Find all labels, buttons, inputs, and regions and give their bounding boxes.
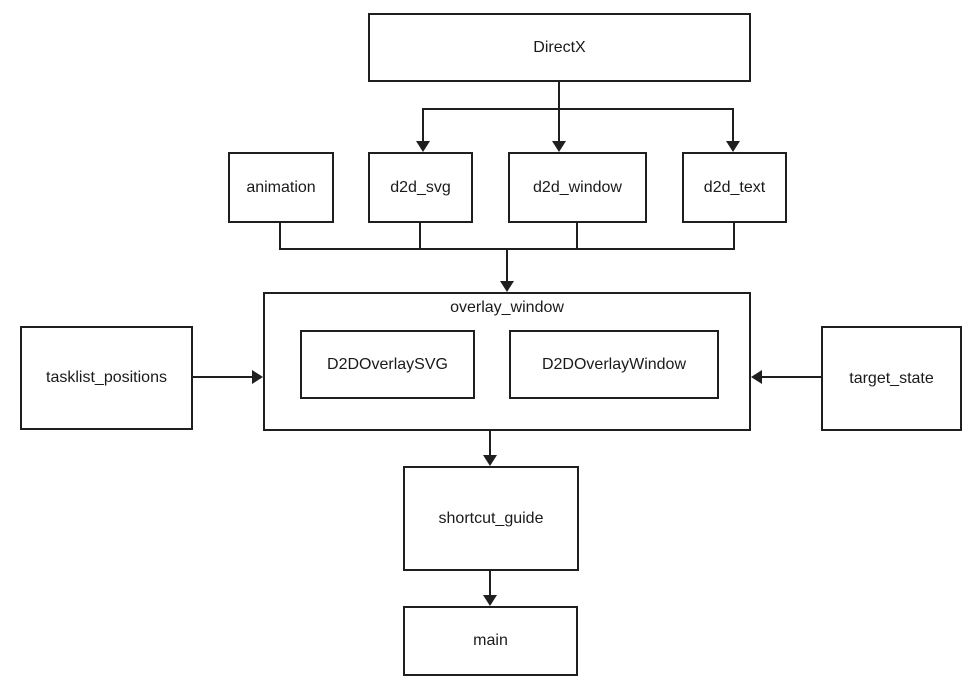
node-directx: DirectX <box>368 13 751 82</box>
node-d2d-text: d2d_text <box>682 152 787 223</box>
node-directx-label: DirectX <box>533 38 586 56</box>
edge-directx-to-d2d-text-arrowhead <box>726 141 740 152</box>
node-d2d-svg: d2d_svg <box>368 152 473 223</box>
node-tasklist-positions-label: tasklist_positions <box>46 369 167 387</box>
node-d2d-window-label: d2d_window <box>533 178 622 196</box>
node-d2d-overlay-window-label: D2DOverlayWindow <box>541 355 687 373</box>
edge-overlay-window-to-shortcut-guide-line <box>489 431 491 455</box>
node-shortcut-guide-label: shortcut_guide <box>438 509 544 527</box>
edge-target-state-to-overlay-arrowhead <box>751 370 762 384</box>
edge-directx-to-d2d-window-arrowhead <box>552 141 566 152</box>
edge-shortcut-guide-to-main-arrowhead <box>483 595 497 606</box>
node-target-state: target_state <box>821 326 962 431</box>
edge-directx-to-d2d-svg-line <box>422 108 424 141</box>
node-d2d-svg-label: d2d_svg <box>390 178 451 196</box>
node-d2d-text-label: d2d_text <box>703 178 766 196</box>
node-tasklist-positions: tasklist_positions <box>20 326 193 430</box>
edge-directx-to-d2d-svg-arrowhead <box>416 141 430 152</box>
edge-overlay-window-to-shortcut-guide-arrowhead <box>483 455 497 466</box>
edge-directx-to-d2d-window-line <box>558 82 560 141</box>
edge-d2d-text-to-overlay-line <box>733 223 735 250</box>
edge-tasklist-positions-to-overlay-arrowhead <box>252 370 263 384</box>
node-main: main <box>403 606 578 676</box>
node-overlay-window-label: overlay_window <box>450 299 564 316</box>
node-d2d-overlay-svg-label: D2DOverlaySVG <box>327 355 448 373</box>
edge-tasklist-positions-to-overlay-line <box>193 376 254 378</box>
node-main-label: main <box>473 632 508 650</box>
edge-directx-to-d2d-text-line <box>732 108 734 141</box>
node-d2d-overlay-svg: D2DOverlaySVG <box>300 330 475 399</box>
edge-animation-to-overlay-line <box>279 223 281 250</box>
edge-target-state-to-overlay-line <box>760 376 821 378</box>
edge-directx-branch-line <box>422 108 734 110</box>
edge-d2d-svg-to-overlay-line <box>419 223 421 250</box>
node-d2d-window: d2d_window <box>508 152 647 223</box>
node-shortcut-guide: shortcut_guide <box>403 466 579 571</box>
edge-d2d-window-to-overlay-line <box>576 223 578 250</box>
node-animation-label: animation <box>246 178 316 196</box>
edge-shortcut-guide-to-main-line <box>489 571 491 595</box>
node-animation: animation <box>228 152 334 223</box>
edge-bus-to-overlay-window-line <box>506 248 508 281</box>
edge-bus-to-overlay-window-arrowhead <box>500 281 514 292</box>
node-overlay-window: overlay_window D2DOverlaySVG D2DOverlayW… <box>263 292 751 431</box>
node-target-state-label: target_state <box>849 369 934 387</box>
node-d2d-overlay-window: D2DOverlayWindow <box>509 330 719 399</box>
